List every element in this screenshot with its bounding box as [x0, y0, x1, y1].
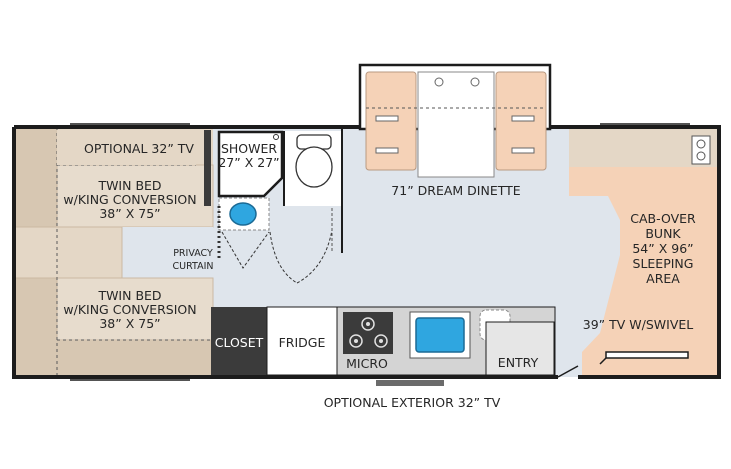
dinette-label: 71” DREAM DINETTE — [391, 183, 520, 198]
cab-vent — [691, 135, 711, 165]
exterior-walls — [12, 123, 721, 381]
fridge — [266, 306, 338, 376]
bedroom: OPTIONAL 32” TV TWIN BED w/KING CONVERSI… — [14, 127, 214, 377]
stovetop — [343, 312, 393, 354]
cabover-label-5: AREA — [646, 271, 680, 286]
cup-icon — [434, 77, 444, 87]
fridge-label: FRIDGE — [279, 335, 326, 350]
entry-door — [557, 365, 579, 378]
exterior-tv: OPTIONAL EXTERIOR 32” TV — [324, 380, 501, 410]
bathroom: SHOWER 27” X 27” PRIVACY CURTAIN — [173, 127, 343, 284]
seatbelt-icon — [375, 147, 399, 154]
seatbelt-icon — [511, 147, 535, 154]
cabover-label-3: 54” X 96” — [632, 241, 693, 256]
twin-bed-top-label-2: w/KING CONVERSION — [63, 192, 196, 207]
privacy-label-1: PRIVACY — [173, 248, 213, 259]
twin-bed-top — [56, 164, 214, 228]
micro-label: MICRO — [346, 356, 388, 371]
entry-step — [485, 321, 555, 376]
seatbelt-icon — [511, 115, 535, 122]
cabover-mattress — [569, 127, 717, 377]
twin-bed-top-label-1: TWIN BED — [97, 178, 161, 193]
burner-icon — [374, 334, 388, 348]
closet — [211, 307, 267, 375]
bed-extension — [14, 226, 123, 279]
twin-bed-bottom-label-3: 38” X 75” — [99, 316, 160, 331]
exterior-tv-icon — [376, 380, 444, 386]
bath-door-swing-mid — [269, 231, 298, 284]
seatbelt-icon — [375, 115, 399, 122]
twin-bed-top-label-3: 38” X 75” — [99, 206, 160, 221]
exterior-tv-label: OPTIONAL EXTERIOR 32” TV — [324, 395, 501, 410]
optional-tv-label: OPTIONAL 32” TV — [84, 141, 194, 156]
shower-label-2: 27” X 27” — [218, 155, 279, 170]
cabover-label-4: SLEEPING — [633, 256, 694, 271]
shower — [217, 130, 284, 198]
dinette-table — [417, 71, 495, 178]
bath-door-swing-right — [296, 229, 333, 284]
twin-bed-bottom-label-1: TWIN BED — [97, 288, 161, 303]
swivel-tv-label: 39” TV W/SWIVEL — [583, 317, 694, 332]
toilet-icon — [295, 146, 333, 188]
speaker-icon — [696, 139, 706, 149]
bath-door-swing-left — [221, 231, 270, 269]
burner-icon — [361, 317, 375, 331]
shower-head-icon — [273, 134, 279, 140]
burner-icon — [349, 334, 363, 348]
cabover-label-1: CAB-OVER — [630, 211, 696, 226]
closet-label: CLOSET — [215, 335, 264, 350]
cabover-label-2: BUNK — [645, 226, 681, 241]
twin-bed-bottom-label-2: w/KING CONVERSION — [63, 302, 196, 317]
wall-outline — [12, 125, 721, 379]
swivel-tv-icon — [605, 351, 689, 359]
privacy-label-2: CURTAIN — [173, 261, 214, 272]
cabover-bunk: CAB-OVER BUNK 54” X 96” SLEEPING AREA 39… — [569, 127, 717, 377]
galley: CLOSET FRIDGE MICRO ENTRY — [211, 306, 556, 376]
speaker-icon — [696, 151, 706, 161]
bath-wall-cabinet — [204, 130, 211, 206]
cup-icon — [470, 77, 480, 87]
bed-aisle — [122, 227, 213, 278]
twin-bed-bottom — [56, 277, 214, 341]
shower-label-1: SHOWER — [221, 141, 277, 156]
bottom-cushion — [57, 340, 213, 377]
bath-sink-icon — [229, 202, 257, 226]
tv-cabinet — [57, 133, 196, 165]
dinette: 71” DREAM DINETTE — [358, 63, 552, 198]
entry-label: ENTRY — [498, 355, 539, 370]
kitchen-sink-icon — [415, 317, 465, 353]
